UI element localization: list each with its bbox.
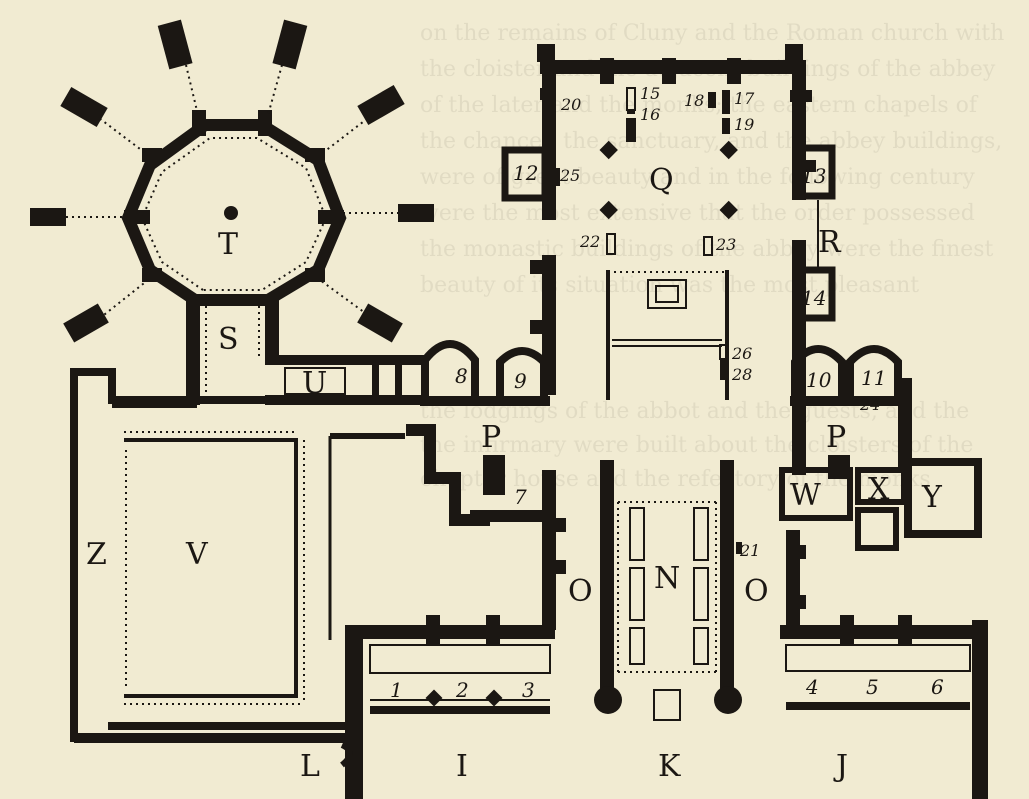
label-14: 14 — [801, 286, 826, 310]
chapels-10-11: 10 11 24 — [790, 345, 912, 468]
label-P-west: P — [481, 420, 501, 455]
label-10: 10 — [806, 368, 832, 392]
label-V: V — [185, 537, 209, 572]
label-26: 26 — [731, 344, 752, 363]
range-4-5-6: 4 5 6 — [780, 615, 988, 799]
label-Y: Y — [921, 480, 943, 515]
label-18: 18 — [684, 91, 704, 110]
label-17: 17 — [734, 89, 755, 108]
label-7: 7 — [514, 485, 527, 509]
label-J: J — [833, 749, 848, 784]
ghost-line-3: of the later and the monks; the eastern … — [420, 93, 979, 118]
label-15: 15 — [640, 84, 660, 103]
label-25: 25 — [559, 166, 580, 185]
range-1-2-3: 1 2 3 — [345, 615, 555, 799]
forecourt: L I K J — [300, 742, 848, 784]
label-19: 19 — [734, 115, 754, 134]
label-O-east: O — [744, 574, 769, 609]
nave-N: N O O 21 — [556, 460, 806, 721]
ghost-para-2: the infirmary were built about the clois… — [420, 433, 973, 458]
rooms-W-X-Y: W X Y — [779, 458, 982, 551]
label-Q: Q — [649, 163, 674, 198]
label-Z: Z — [86, 537, 107, 572]
ghost-line-7: the monastic buildings of the abbey were… — [420, 237, 994, 262]
label-12: 12 — [513, 161, 538, 185]
label-13: 13 — [801, 164, 826, 188]
ghost-line-6: were the most extensive that the order p… — [420, 201, 975, 226]
label-2: 2 — [455, 678, 469, 702]
label-8: 8 — [455, 364, 468, 388]
cloister-V: Z V — [70, 368, 405, 743]
label-K: K — [658, 749, 681, 784]
label-16: 16 — [640, 105, 660, 124]
label-T: T — [218, 227, 238, 262]
side-chapels: 12 13 14 R — [501, 144, 842, 322]
label-P-east: P — [826, 420, 846, 455]
label-I: I — [456, 749, 468, 784]
ghost-line-1: on the remains of Cluny and the Roman ch… — [420, 21, 1004, 46]
label-W: W — [790, 478, 821, 513]
label-6: 6 — [931, 675, 944, 699]
label-R: R — [818, 225, 842, 260]
octagonal-building-T: T — [30, 19, 434, 343]
label-N: N — [654, 561, 680, 596]
label-L: L — [300, 749, 320, 784]
show-through-text: on the remains of Cluny and the Roman ch… — [420, 21, 1004, 492]
central-column — [224, 206, 238, 220]
label-23: 23 — [715, 235, 736, 254]
label-11: 11 — [861, 366, 886, 390]
label-U: U — [302, 366, 327, 401]
ghost-line-5: were of great beauty and in the followin… — [420, 165, 975, 190]
label-22: 22 — [579, 232, 600, 251]
label-4: 4 — [805, 675, 819, 699]
passage-S: S — [186, 295, 279, 405]
label-5: 5 — [866, 675, 879, 699]
label-21: 21 — [739, 541, 760, 560]
label-S: S — [218, 322, 239, 357]
label-X: X — [868, 472, 890, 507]
label-20: 20 — [560, 95, 581, 114]
label-1: 1 — [390, 678, 403, 702]
label-24: 24 — [859, 395, 880, 414]
chapels-8-9: 8 9 — [420, 340, 550, 406]
label-O-west: O — [568, 574, 593, 609]
label-9: 9 — [514, 369, 527, 393]
transept-P: P 7 P — [406, 405, 850, 630]
label-28: 28 — [731, 365, 752, 384]
label-3: 3 — [522, 678, 535, 702]
